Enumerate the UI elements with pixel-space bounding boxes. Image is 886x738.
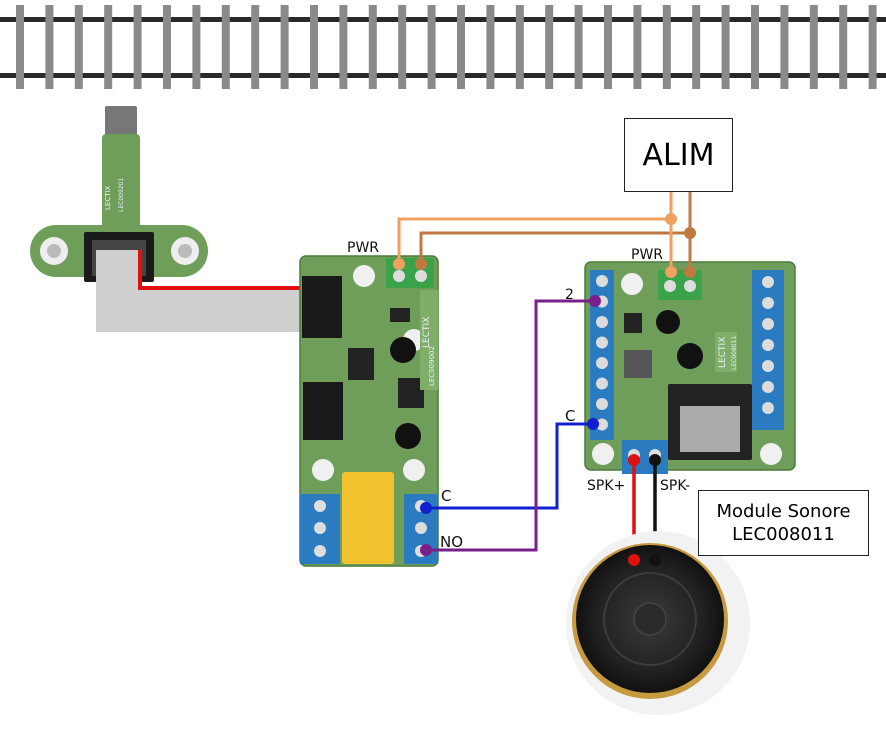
wire-power-dark: [419, 183, 692, 267]
track-sleeper: [868, 5, 877, 89]
sound-pwr-label: PWR: [631, 247, 664, 263]
track-sleeper: [604, 5, 612, 89]
relay-pwr-label: PWR: [347, 240, 380, 256]
sound-board: [584, 261, 796, 474]
track-sleeper: [16, 5, 24, 89]
track-sleeper: [692, 5, 701, 89]
terminal-screw: [596, 357, 608, 369]
track-sleeper: [133, 5, 142, 89]
track-sleeper: [574, 5, 583, 89]
track-sleeper: [251, 5, 260, 89]
terminal-screw: [762, 318, 774, 330]
power-supply-box: ALIM: [624, 118, 733, 192]
speaker-plus-label: SPK+: [587, 478, 626, 494]
railway-track: [0, 5, 886, 89]
wire-relay-no: [426, 299, 595, 552]
terminal-screw: [762, 402, 774, 414]
track-sleeper: [457, 5, 465, 89]
track-sleeper: [721, 5, 730, 89]
sensor-board-ref: LEC009201: [118, 177, 125, 212]
track-sleeper: [104, 5, 113, 89]
terminal-screw: [762, 297, 774, 309]
track-sleeper: [515, 5, 524, 89]
track-sleeper: [633, 5, 642, 89]
track-sleeper: [809, 5, 818, 89]
wire-relay-c: [426, 422, 595, 510]
terminal-screw: [596, 377, 608, 390]
track-sleeper: [751, 5, 759, 89]
relay-c-label: C: [441, 487, 452, 505]
speaker: [566, 531, 750, 715]
track-sleeper: [280, 5, 289, 89]
track-sleeper: [74, 5, 83, 89]
relay-board: [299, 255, 439, 567]
terminal-screw: [762, 276, 774, 288]
wires: [397, 183, 692, 560]
terminal-screw: [762, 381, 774, 393]
ribbon-cable: [96, 250, 336, 332]
sound-board-ref: LEC008011: [731, 335, 738, 370]
terminal-screw: [596, 418, 608, 431]
sound-input2-label: 2: [565, 287, 574, 303]
terminal-screw: [762, 339, 774, 351]
track-sleeper: [398, 5, 407, 89]
sound-c-label: C: [565, 407, 576, 425]
track-sleeper: [839, 5, 848, 89]
terminal-screw: [596, 275, 608, 287]
power-supply-label: ALIM: [642, 137, 715, 173]
track-sleeper: [780, 5, 789, 89]
track-sleeper: [192, 5, 201, 89]
track-sleeper: [662, 5, 671, 89]
module-caption-line1: Module Sonore: [716, 500, 851, 522]
track-sleeper: [221, 5, 230, 89]
terminal-screw: [762, 360, 774, 372]
wire-power-light: [397, 183, 673, 267]
sound-board-marking: LECTIX: [718, 336, 728, 368]
speaker-minus-label: SPK-: [660, 478, 691, 494]
module-caption-line2: LEC008011: [732, 524, 835, 545]
relay-board-marking: LECTIX: [422, 316, 432, 348]
track-sleeper: [310, 5, 318, 89]
sensor-board-marking: LECTIX: [104, 185, 112, 210]
track-sleeper: [368, 5, 377, 89]
track-sleeper: [163, 5, 171, 89]
terminal-screw: [596, 316, 608, 328]
track-sleeper: [427, 5, 436, 89]
track-sleeper: [339, 5, 348, 89]
terminal-screw: [596, 336, 608, 349]
relay-no-label: NO: [440, 533, 464, 551]
track-sleeper: [545, 5, 554, 89]
terminal-screw: [596, 398, 608, 410]
track-sleeper: [486, 5, 495, 89]
relay-board-ref: LEC009002: [428, 346, 436, 386]
track-sleeper: [45, 5, 54, 89]
module-caption-box: Module Sonore LEC008011: [698, 490, 869, 556]
